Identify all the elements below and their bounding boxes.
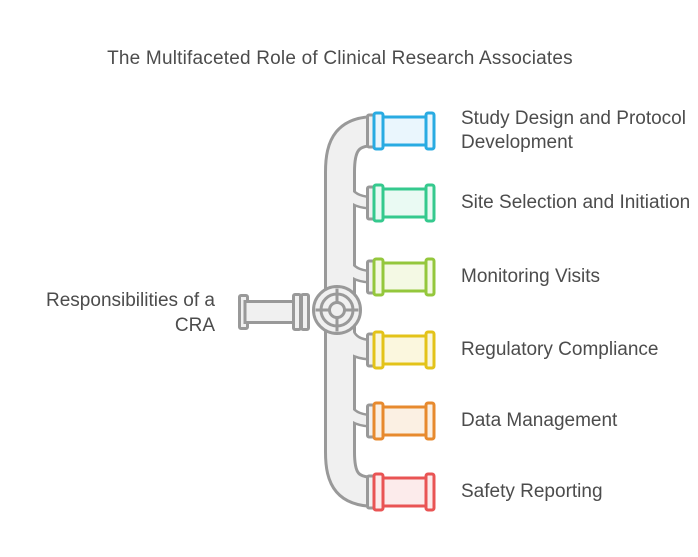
segment-tube [381, 115, 429, 147]
valve-wheel-icon [312, 285, 362, 335]
segment-tube [381, 334, 429, 366]
pipe-segment-0 [372, 111, 436, 151]
pipe-segment-4 [372, 401, 436, 441]
pipe-segment-3 [372, 330, 436, 370]
segment-right-flange [424, 401, 436, 441]
pipe-segment-1 [372, 183, 436, 223]
item-label-monitoring: Monitoring Visits [461, 266, 601, 287]
inlet-collar-2 [300, 293, 310, 331]
segment-tube [381, 187, 429, 219]
item-label-data-mgmt: Data Management [461, 410, 618, 431]
segment-right-flange [424, 111, 436, 151]
item-label-study-design: Study Design and Protocol Development [461, 108, 686, 153]
item-label-site-selection: Site Selection and Initiation [461, 192, 691, 213]
central-node-label: Responsibilities of a CRA [46, 290, 215, 336]
segment-right-flange [424, 472, 436, 512]
pipe-segment-5 [372, 472, 436, 512]
item-label-regulatory: Regulatory Compliance [461, 339, 659, 360]
segment-tube [381, 476, 429, 508]
segment-right-flange [424, 183, 436, 223]
page-title: The Multifaceted Role of Clinical Resear… [107, 48, 573, 69]
pipe-icon [238, 293, 310, 331]
inlet-collar-1 [292, 293, 302, 331]
segment-right-flange [424, 257, 436, 297]
item-label-safety: Safety Reporting [461, 481, 603, 502]
inlet-tube [243, 300, 297, 324]
segment-right-flange [424, 330, 436, 370]
segment-tube [381, 405, 429, 437]
pipe-segment-2 [372, 257, 436, 297]
segment-tube [381, 261, 429, 293]
